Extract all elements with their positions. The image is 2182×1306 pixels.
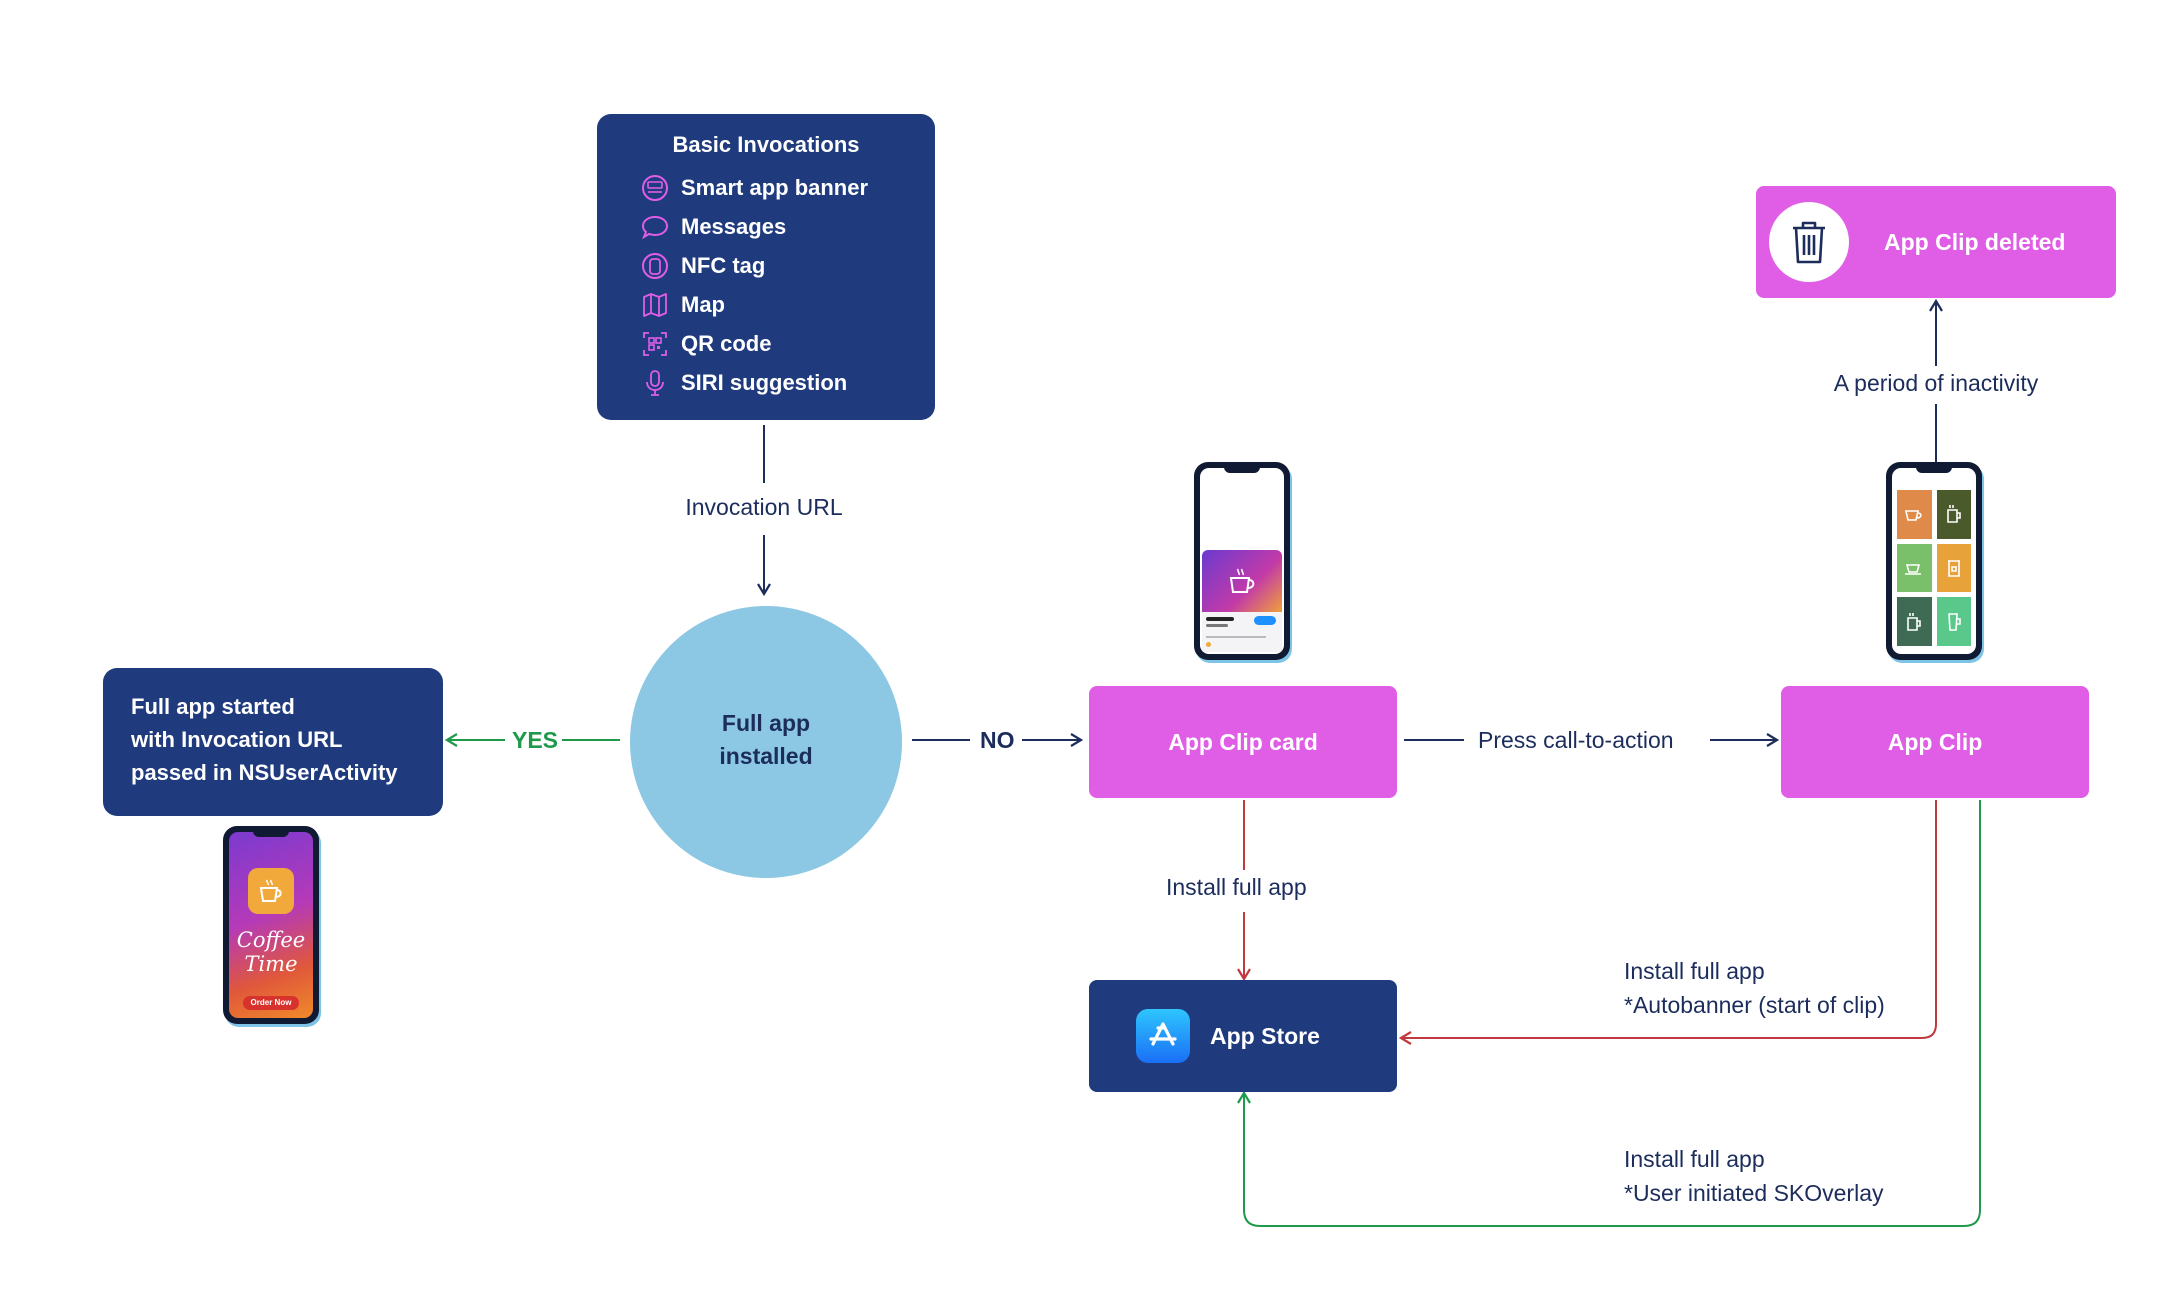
invocation-item-map: Map xyxy=(641,290,725,320)
app-clip-deleted-label: App Clip deleted xyxy=(1884,228,2066,255)
coffee-time-title: Coffee Time xyxy=(236,928,306,976)
install-full-app-label: Install full app xyxy=(1166,874,1307,900)
clip-card-image xyxy=(1202,550,1282,612)
invocation-item-nfc-tag: NFC tag xyxy=(641,251,765,281)
full-app-installed-label: Full app installed xyxy=(719,710,813,769)
espresso-icon xyxy=(1905,564,1922,575)
clip-card-footer-dot xyxy=(1206,642,1211,647)
invocation-label: QR code xyxy=(681,331,772,356)
phone-notch xyxy=(253,831,289,837)
invocation-label: NFC tag xyxy=(681,253,766,278)
full-app-installed-circle xyxy=(630,606,902,878)
coffee-cup-icon xyxy=(1229,568,1255,593)
coffee-grid xyxy=(1897,490,1971,646)
skoverlay-label-line1: Install full app xyxy=(1624,1146,1765,1172)
app-clip-card-box: App Clip card xyxy=(1089,686,1397,798)
autobanner-label-line1: Install full app xyxy=(1624,958,1765,984)
basic-invocations-box: Basic Invocations Smart app banner Messa… xyxy=(597,114,935,420)
clip-card-name-bar xyxy=(1206,617,1234,621)
nfc-icon xyxy=(642,253,668,279)
invocation-item-smart-app-banner: Smart app banner xyxy=(641,173,868,203)
invocation-item-siri: SIRI suggestion xyxy=(641,368,847,398)
app-store-label: App Store xyxy=(1210,1022,1320,1049)
coffee-cup-icon xyxy=(1905,510,1922,522)
skoverlay-path xyxy=(1244,800,1981,1227)
invocation-item-qr-code: QR code xyxy=(641,329,771,359)
press-cta-label: Press call-to-action xyxy=(1478,727,1674,753)
invocation-label: Messages xyxy=(681,214,787,239)
app-clip-grid-screen xyxy=(1892,468,1976,654)
app-clip-card-phone xyxy=(1194,462,1290,660)
clip-card-subtitle-bar xyxy=(1206,624,1228,627)
grid-tile-coffee-cup[interactable] xyxy=(1897,490,1932,539)
skoverlay-label-line2: *User initiated SKOverlay xyxy=(1624,1180,1884,1206)
autobanner-path xyxy=(1402,800,1937,1038)
order-now-button[interactable]: Order Now xyxy=(243,996,299,1010)
no-label: NO xyxy=(980,727,1015,753)
qr-code-icon xyxy=(643,332,667,356)
app-store-icon xyxy=(1136,1009,1190,1063)
basic-invocations-title: Basic Invocations xyxy=(672,132,860,157)
jar-icon xyxy=(1947,560,1960,577)
autobanner-label-line2: *Autobanner (start of clip) xyxy=(1624,992,1885,1018)
microphone-icon xyxy=(646,370,664,396)
grid-tile-takeaway-cup[interactable] xyxy=(1936,490,1971,539)
latte-icon xyxy=(1907,612,1922,631)
invocation-item-messages: Messages xyxy=(641,212,786,242)
grid-tile-tall-cup[interactable] xyxy=(1936,597,1971,646)
coffee-app-icon xyxy=(248,868,294,914)
trash-icon xyxy=(1793,221,1825,264)
app-store-a-icon xyxy=(1149,1022,1177,1046)
invocation-label: SIRI suggestion xyxy=(681,370,848,395)
app-clip-deleted-box: App Clip deleted xyxy=(1756,186,2116,298)
clip-card-open-button[interactable] xyxy=(1254,616,1276,625)
coffee-cup-icon xyxy=(259,879,282,902)
inactivity-label: A period of inactivity xyxy=(1833,370,2039,396)
app-clip-phone xyxy=(1886,462,1982,660)
banner-icon xyxy=(642,175,668,201)
app-store-box: App Store xyxy=(1089,980,1397,1092)
tall-cup-icon xyxy=(1947,612,1961,631)
grid-tile-latte[interactable] xyxy=(1897,597,1932,646)
phone-notch xyxy=(1916,467,1952,473)
coffee-time-phone: Coffee Time Order Now xyxy=(223,826,319,1024)
clip-card-info xyxy=(1202,612,1282,652)
map-icon xyxy=(643,293,667,317)
mug-icon xyxy=(1946,505,1961,524)
message-icon xyxy=(641,215,669,240)
grid-tile-jar[interactable] xyxy=(1936,543,1971,593)
phone-notch xyxy=(1224,467,1260,473)
invocation-url-label: Invocation URL xyxy=(685,494,843,520)
full-app-started-box: Full app started with Invocation URL pas… xyxy=(103,668,443,816)
trash-icon-circle xyxy=(1769,202,1849,282)
app-clip-card-screen xyxy=(1200,468,1284,654)
app-clip-box: App Clip xyxy=(1781,686,2089,798)
invocation-label: Smart app banner xyxy=(681,175,869,200)
invocation-label: Map xyxy=(681,292,725,317)
clip-card-footer-bar xyxy=(1206,636,1266,638)
yes-label: YES xyxy=(512,727,559,753)
grid-tile-espresso[interactable] xyxy=(1897,543,1932,593)
coffee-time-screen: Coffee Time Order Now xyxy=(229,832,313,1018)
